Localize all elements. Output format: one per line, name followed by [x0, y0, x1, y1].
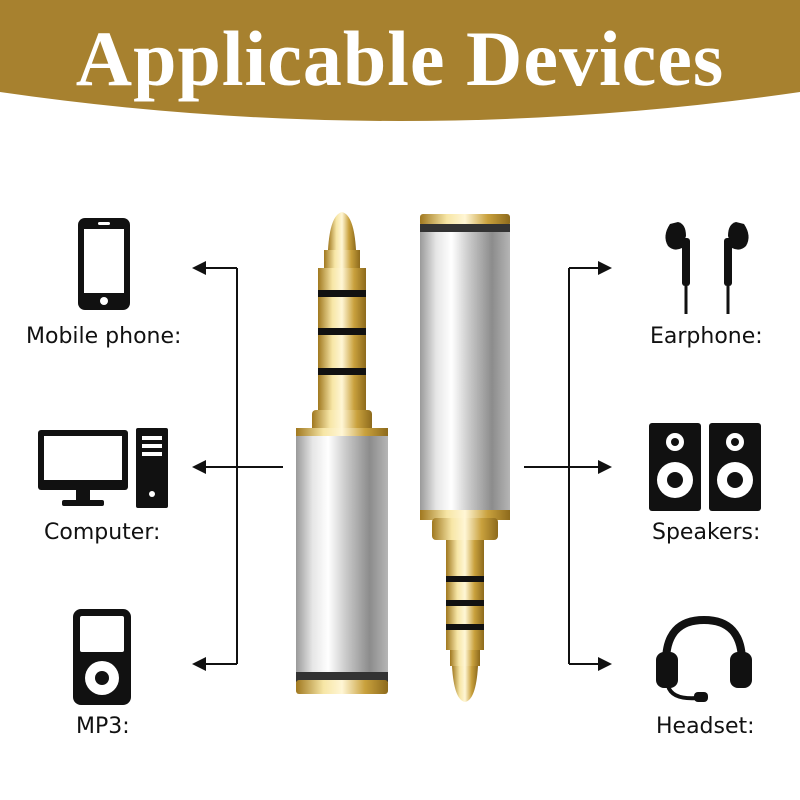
headset-label: Headset:: [656, 714, 755, 739]
mp3-label: MP3:: [76, 714, 130, 739]
mobile-phone-icon: [78, 218, 130, 310]
page-title: Applicable Devices: [75, 15, 725, 102]
left-adapter: [296, 212, 388, 694]
computer-label: Computer:: [44, 520, 161, 545]
speakers-icon: [649, 423, 761, 511]
computer-icon: [38, 428, 168, 508]
right-connector-lines: [524, 261, 612, 671]
header-banner: [0, 0, 800, 140]
left-connector-lines: [192, 261, 283, 671]
earphone-icon: [665, 222, 749, 314]
speakers-label: Speakers:: [652, 520, 761, 545]
right-adapter: [420, 214, 510, 702]
headset-icon: [656, 615, 752, 702]
mp3-player-icon: [73, 609, 131, 705]
earphone-label: Earphone:: [650, 324, 763, 349]
mobile-phone-label: Mobile phone:: [26, 324, 182, 349]
